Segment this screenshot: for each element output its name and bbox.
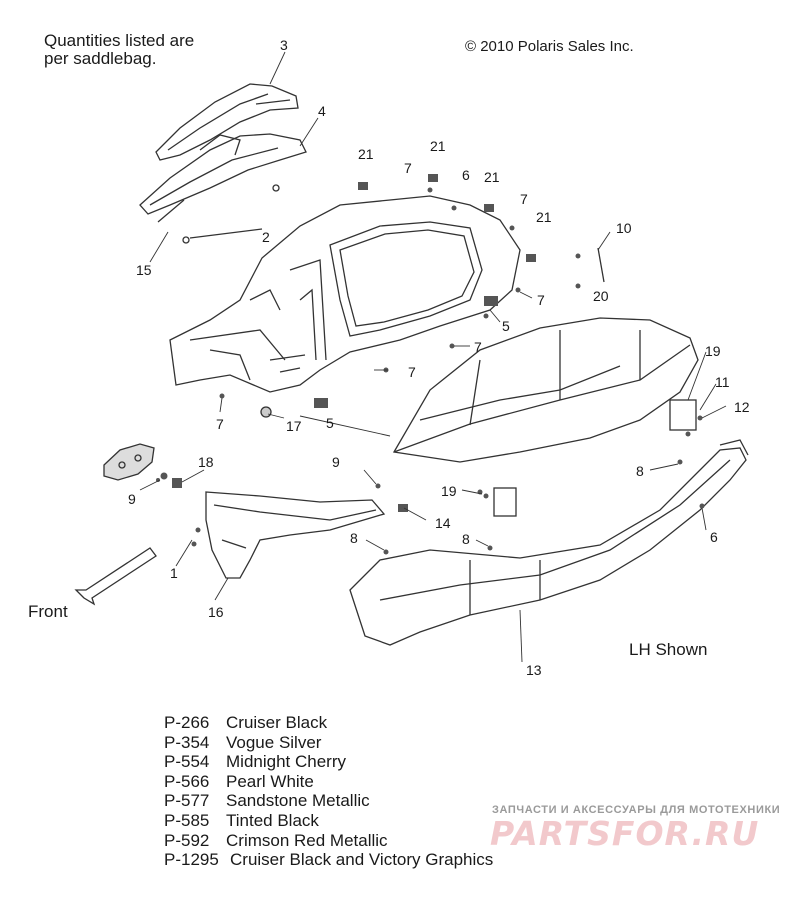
- callout-16: 16: [208, 604, 224, 620]
- quantity-note-line2: per saddlebag.: [44, 49, 157, 68]
- watermark-logo: PARTSFOR.RU: [490, 814, 760, 853]
- callout-1: 1: [170, 565, 178, 581]
- callout-6-b: 6: [710, 529, 718, 545]
- lh-shown-label: LH Shown: [629, 640, 708, 659]
- callout-19-b: 19: [441, 483, 457, 499]
- callout-10: 10: [616, 220, 632, 236]
- legend-row: P-566 Pearl White: [164, 772, 493, 792]
- callout-9-a: 9: [332, 454, 340, 470]
- part-13-outer-shell: [349, 439, 749, 646]
- callout-21-d: 21: [536, 209, 552, 225]
- legend-color-name: Sandstone Metallic: [226, 791, 370, 811]
- callout-11: 11: [715, 374, 730, 390]
- part-2-leader: [189, 228, 263, 239]
- callout-12: 12: [734, 399, 750, 415]
- callout-7-e: 7: [408, 364, 416, 380]
- callout-21-b: 21: [430, 138, 446, 154]
- part-3-trim-rail: [155, 83, 299, 161]
- callout-13: 13: [526, 662, 542, 678]
- callout-20: 20: [593, 288, 609, 304]
- front-direction-arrow: [74, 547, 157, 606]
- part-2-grommet: [182, 236, 190, 244]
- part-16-front-trim: [205, 491, 386, 579]
- callout-5-a: 5: [502, 318, 510, 334]
- callout-7-c: 7: [537, 292, 545, 308]
- quantity-note-line1: Quantities listed are: [44, 31, 195, 50]
- legend-row: P-577 Sandstone Metallic: [164, 791, 493, 811]
- callout-8-b: 8: [350, 530, 358, 546]
- callout-8-a: 8: [636, 463, 644, 479]
- legend-color-name: Cruiser Black and Victory Graphics: [230, 850, 494, 870]
- part-2-grommet-upper: [272, 184, 280, 192]
- part-4-latch-trim: [139, 133, 307, 215]
- callout-18: 18: [198, 454, 214, 470]
- callout-17: 17: [286, 418, 302, 434]
- callout-7-b: 7: [520, 191, 528, 207]
- color-legend: P-266 Cruiser Black P-354 Vogue Silver P-5…: [164, 713, 493, 870]
- part-14-plate: [493, 487, 517, 517]
- part-mount-bracket: [103, 443, 155, 481]
- callout-21-c: 21: [484, 169, 500, 185]
- legend-color-name: Cruiser Black: [226, 713, 328, 732]
- leader-lines: [139, 51, 727, 663]
- callout-15: 15: [136, 262, 152, 278]
- callout-6-a: 6: [462, 167, 470, 183]
- part-11-plate: [669, 399, 697, 431]
- callout-7-a: 7: [404, 160, 412, 176]
- legend-row: P-354 Vogue Silver: [164, 733, 493, 753]
- legend-code: P-585: [164, 810, 210, 830]
- callout-4: 4: [318, 103, 326, 119]
- callout-14: 14: [435, 515, 451, 531]
- legend-row: P-266 Cruiser Black: [164, 713, 493, 733]
- legend-color-name: Vogue Silver: [226, 732, 322, 752]
- quantity-note: Quantities listed are per saddlebag.: [44, 32, 194, 68]
- legend-row: P-554 Midnight Cherry: [164, 752, 493, 772]
- legend-code: P-566: [164, 771, 210, 791]
- watermark-tagline: ЗАПЧАСТИ И АКСЕССУАРЫ ДЛЯ МОТОТЕХНИКИ: [492, 804, 781, 816]
- legend-code: P-577: [164, 791, 210, 811]
- callout-9-b: 9: [128, 491, 136, 507]
- legend-code: P-592: [164, 830, 210, 850]
- legend-code: P-554: [164, 752, 210, 772]
- part-saddlebag-body: [169, 195, 521, 393]
- callout-2: 2: [262, 229, 270, 245]
- legend-code: P-354: [164, 732, 210, 752]
- legend-row: P-585 Tinted Black: [164, 811, 493, 831]
- callout-7-f: 7: [216, 416, 224, 432]
- legend-color-name: Midnight Cherry: [226, 752, 346, 772]
- legend-color-name: Crimson Red Metallic: [226, 830, 388, 850]
- legend-code: P-266: [164, 713, 210, 732]
- front-label: Front: [28, 602, 68, 621]
- callout-19-a: 19: [705, 343, 721, 359]
- legend-color-name: Pearl White: [226, 771, 314, 791]
- callout-5-b: 5: [326, 415, 334, 431]
- legend-row: P-592 Crimson Red Metallic: [164, 831, 493, 851]
- part-17-grommet: [260, 406, 272, 418]
- part-15-seal-strip: [157, 199, 185, 223]
- part-lid-shell: [392, 317, 699, 463]
- legend-color-name: Tinted Black: [226, 810, 319, 830]
- callout-3: 3: [280, 37, 288, 53]
- part-10-strap: [597, 247, 605, 283]
- callout-8-c: 8: [462, 531, 470, 547]
- callout-21-a: 21: [358, 146, 374, 162]
- copyright-notice: © 2010 Polaris Sales Inc.: [465, 38, 634, 55]
- legend-row: P-1295 Cruiser Black and Victory Graphics: [164, 850, 493, 870]
- callout-7-d: 7: [474, 339, 482, 355]
- legend-code: P-1295: [164, 850, 219, 870]
